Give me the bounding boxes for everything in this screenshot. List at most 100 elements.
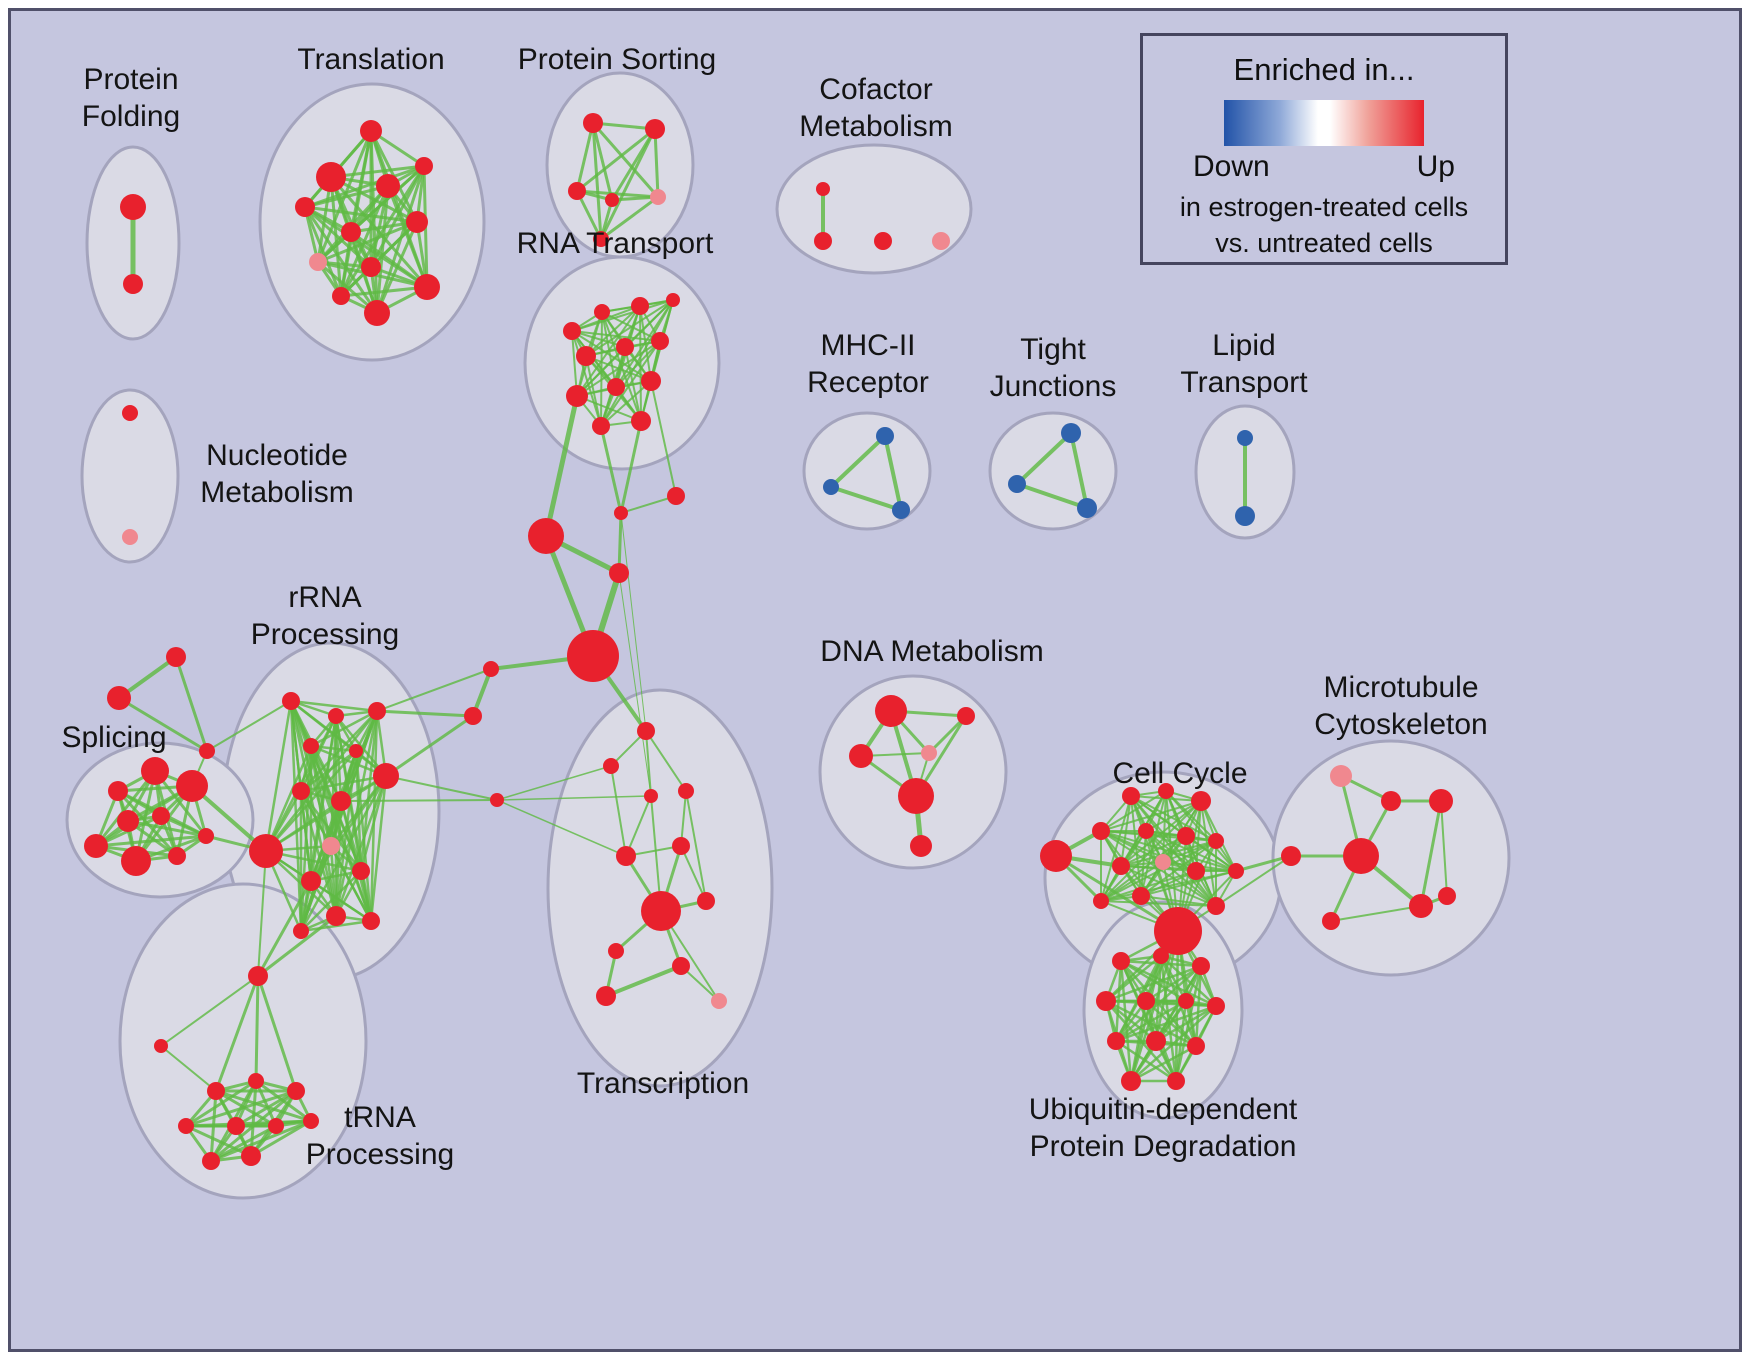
network-node-cm3 — [874, 232, 892, 250]
network-edge — [1100, 830, 1237, 872]
network-node-lt1 — [1237, 430, 1253, 446]
network-edge — [650, 380, 677, 497]
network-edge — [639, 305, 642, 422]
network-node-ccy15 — [1154, 907, 1202, 955]
network-node-tc10 — [672, 957, 690, 975]
network-node-tc4 — [644, 789, 658, 803]
legend-up-label: Up — [1416, 150, 1455, 183]
network-node-rp5 — [349, 744, 363, 758]
network-edge — [1419, 799, 1443, 908]
network-node-tc7 — [641, 891, 681, 931]
network-edge — [685, 790, 707, 902]
network-edge — [256, 974, 298, 1093]
network-node-ps4 — [605, 193, 619, 207]
network-node-tr6 — [341, 222, 361, 242]
network-edge — [1174, 964, 1203, 1083]
network-edge — [369, 164, 426, 269]
network-node-tp11 — [241, 1146, 261, 1166]
network-edge — [334, 774, 388, 918]
network-node-rt1 — [563, 322, 581, 340]
network-edge — [299, 789, 313, 883]
network-node-tp1 — [248, 966, 268, 986]
network-node-st3 — [199, 743, 215, 759]
network-node-ccy5 — [1092, 822, 1110, 840]
network-node-ub4 — [1096, 991, 1116, 1011]
cluster-ellipse-microtubule-cytoskeleton — [1271, 739, 1511, 977]
network-node-ub8 — [1107, 1032, 1125, 1050]
network-node-tp8 — [268, 1118, 284, 1134]
network-edge — [257, 850, 267, 977]
network-edge — [303, 205, 379, 315]
network-edge — [1100, 900, 1217, 907]
network-node-ub9 — [1146, 1031, 1166, 1051]
network-node-rt2 — [594, 304, 610, 320]
network-node-tc5 — [616, 846, 636, 866]
network-edge — [883, 434, 903, 512]
network-edge — [619, 419, 643, 515]
network-node-dm4 — [921, 745, 937, 761]
network-edge — [610, 765, 627, 857]
network-edge — [599, 195, 660, 241]
network-edge — [1440, 800, 1448, 897]
network-edge — [575, 127, 657, 193]
network-node-tr10 — [414, 274, 440, 300]
cluster-ellipse-tight-junctions — [988, 411, 1118, 531]
network-node-ub6 — [1178, 993, 1194, 1009]
network-edge — [680, 845, 707, 902]
network-edge — [184, 1089, 298, 1128]
network-node-ccy1 — [1040, 840, 1072, 872]
network-edge — [299, 869, 363, 933]
network-node-ps5 — [650, 189, 666, 205]
network-node-tr12 — [332, 287, 350, 305]
network-edge — [375, 220, 419, 315]
network-edge — [117, 696, 209, 753]
network-node-ccy2 — [1122, 787, 1140, 805]
network-node-mc5 — [1343, 838, 1379, 874]
network-edge — [339, 164, 426, 298]
network-edge — [1114, 1039, 1178, 1083]
network-edge — [299, 774, 388, 933]
legend-caption-line1: in estrogen-treated cells — [1179, 192, 1469, 222]
network-edge — [575, 121, 595, 193]
network-edge — [576, 340, 661, 397]
network-node-rp9 — [249, 834, 283, 868]
network-node-ub1 — [1112, 952, 1130, 970]
network-edge — [376, 668, 492, 712]
network-edge — [829, 434, 887, 489]
network-node-tp6 — [178, 1118, 194, 1134]
network-edge — [1100, 800, 1202, 832]
network-edge — [264, 744, 313, 853]
network-node-rp12 — [352, 862, 370, 880]
network-node-sp5 — [84, 834, 108, 858]
network-edge — [600, 311, 603, 427]
network-node-ub11 — [1121, 1071, 1141, 1091]
network-edge — [1100, 795, 1132, 902]
network-edge — [349, 230, 429, 289]
network-edge — [94, 769, 157, 848]
network-node-sp7 — [121, 846, 151, 876]
network-edge — [1129, 1044, 1198, 1083]
network-node-tc1 — [637, 722, 655, 740]
network-node-tr9 — [361, 257, 381, 277]
network-edge — [591, 121, 660, 199]
network-node-tp2 — [154, 1039, 168, 1053]
network-node-sp3 — [176, 770, 208, 802]
network-edge — [599, 127, 657, 241]
network-node-ub10 — [1187, 1037, 1205, 1055]
network-edge — [1015, 482, 1089, 510]
network-edge — [576, 395, 642, 422]
network-node-dm3 — [849, 744, 873, 768]
network-edge — [249, 1119, 313, 1158]
network-edge — [1154, 1004, 1218, 1043]
network-edge — [94, 834, 208, 848]
network-edge — [496, 795, 652, 801]
network-node-rt10 — [641, 371, 661, 391]
network-node-tr4 — [376, 174, 400, 198]
network-node-ub5 — [1137, 992, 1155, 1010]
network-edge — [264, 749, 358, 853]
network-edge — [329, 164, 426, 179]
network-edge — [160, 1045, 217, 1092]
network-edge — [303, 205, 343, 298]
network-node-tc12 — [711, 993, 727, 1009]
